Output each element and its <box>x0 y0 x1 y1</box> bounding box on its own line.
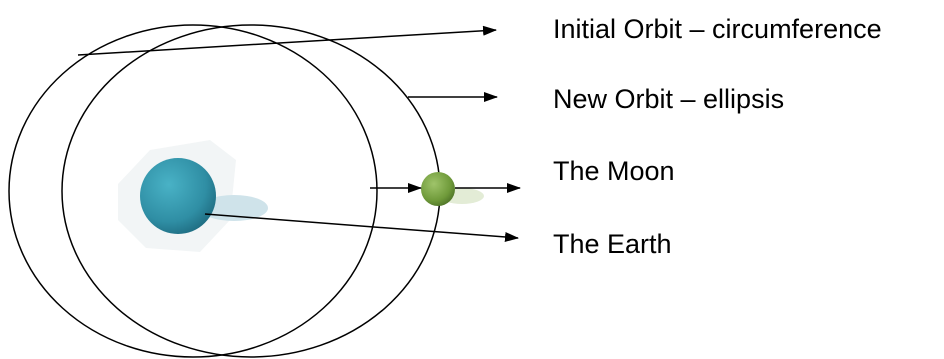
initial-orbit-pointer-arrow <box>78 30 496 55</box>
new-orbit-label: New Orbit – ellipsis <box>553 84 784 114</box>
moon-label: The Moon <box>553 156 675 186</box>
initial-orbit-label: Initial Orbit – circumference <box>553 14 882 44</box>
moon <box>421 172 455 206</box>
earth-pointer-arrow <box>205 214 518 238</box>
earth-label: The Earth <box>553 229 672 259</box>
earth <box>140 158 216 234</box>
